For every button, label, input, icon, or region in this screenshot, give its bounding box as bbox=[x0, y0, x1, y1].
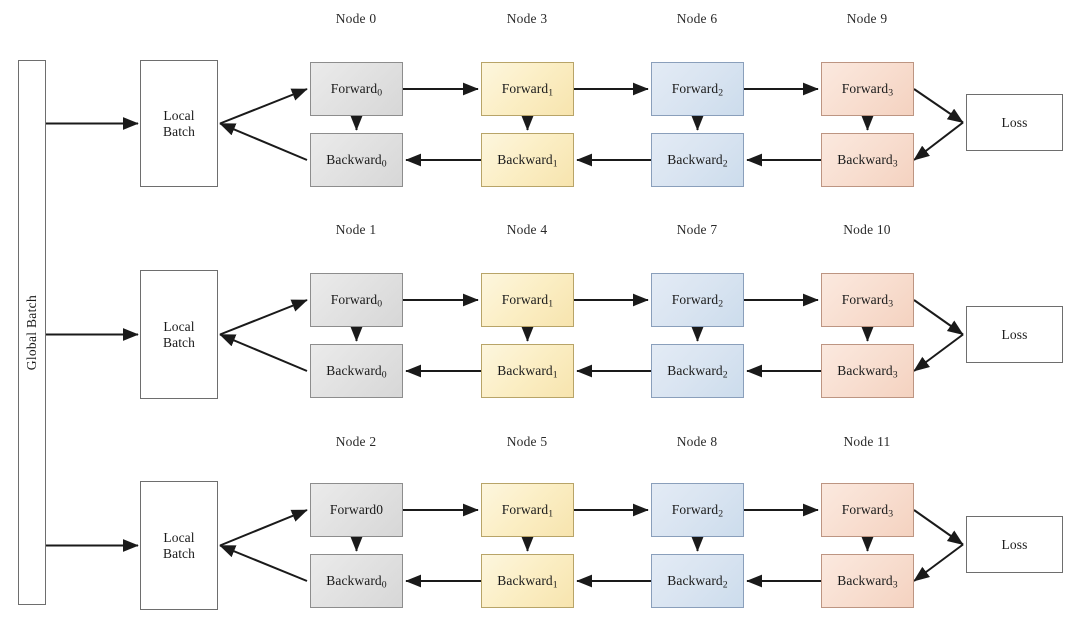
forward-box-row-2-stage-2: Forward2 bbox=[651, 483, 744, 537]
backward-box-row-1-stage-3: Backward3 bbox=[821, 344, 914, 398]
forward-box-row-0-stage-3: Forward3 bbox=[821, 62, 914, 116]
node-label-node-9: Node 9 bbox=[846, 11, 888, 26]
backward-box-row-0-stage-3: Backward3 bbox=[821, 133, 914, 187]
backward-box-row-2-stage-2: Backward2 bbox=[651, 554, 744, 608]
node-label-node-7: Node 7 bbox=[676, 222, 718, 237]
backward-box-row-2-stage-3: Backward3 bbox=[821, 554, 914, 608]
forward-box-row-2-stage-3: Forward3 bbox=[821, 483, 914, 537]
global-batch-box: Global Batch bbox=[18, 60, 46, 605]
loss-box-row-2: Loss bbox=[966, 516, 1063, 573]
node-label-node-3: Node 3 bbox=[506, 11, 548, 26]
backward-box-row-1-stage-1: Backward1 bbox=[481, 344, 574, 398]
node-label-node-10: Node 10 bbox=[843, 222, 891, 237]
node-label-node-8: Node 8 bbox=[676, 434, 718, 449]
node-label-node-2: Node 2 bbox=[335, 434, 377, 449]
backward-box-row-0-stage-0: Backward0 bbox=[310, 133, 403, 187]
forward-box-row-1-stage-3: Forward3 bbox=[821, 273, 914, 327]
forward-box-row-0-stage-0: Forward0 bbox=[310, 62, 403, 116]
backward-box-row-2-stage-1: Backward1 bbox=[481, 554, 574, 608]
node-label-node-4: Node 4 bbox=[506, 222, 548, 237]
backward-box-row-0-stage-2: Backward2 bbox=[651, 133, 744, 187]
loss-box-row-0: Loss bbox=[966, 94, 1063, 151]
node-label-node-5: Node 5 bbox=[506, 434, 548, 449]
backward-box-row-1-stage-2: Backward2 bbox=[651, 344, 744, 398]
forward-box-row-2-stage-1: Forward1 bbox=[481, 483, 574, 537]
loss-box-row-1: Loss bbox=[966, 306, 1063, 363]
node-label-node-0: Node 0 bbox=[335, 11, 377, 26]
backward-box-row-0-stage-1: Backward1 bbox=[481, 133, 574, 187]
backward-box-row-1-stage-0: Backward0 bbox=[310, 344, 403, 398]
node-label-node-1: Node 1 bbox=[335, 222, 377, 237]
global-batch-label: Global Batch bbox=[24, 294, 39, 371]
forward-box-row-0-stage-2: Forward2 bbox=[651, 62, 744, 116]
node-label-node-6: Node 6 bbox=[676, 11, 718, 26]
forward-box-row-0-stage-1: Forward1 bbox=[481, 62, 574, 116]
forward-box-row-1-stage-0: Forward0 bbox=[310, 273, 403, 327]
backward-box-row-2-stage-0: Backward0 bbox=[310, 554, 403, 608]
node-label-node-11: Node 11 bbox=[843, 434, 891, 449]
forward-box-row-1-stage-2: Forward2 bbox=[651, 273, 744, 327]
forward-box-row-1-stage-1: Forward1 bbox=[481, 273, 574, 327]
forward-box-row-2-stage-0: Forward0 bbox=[310, 483, 403, 537]
